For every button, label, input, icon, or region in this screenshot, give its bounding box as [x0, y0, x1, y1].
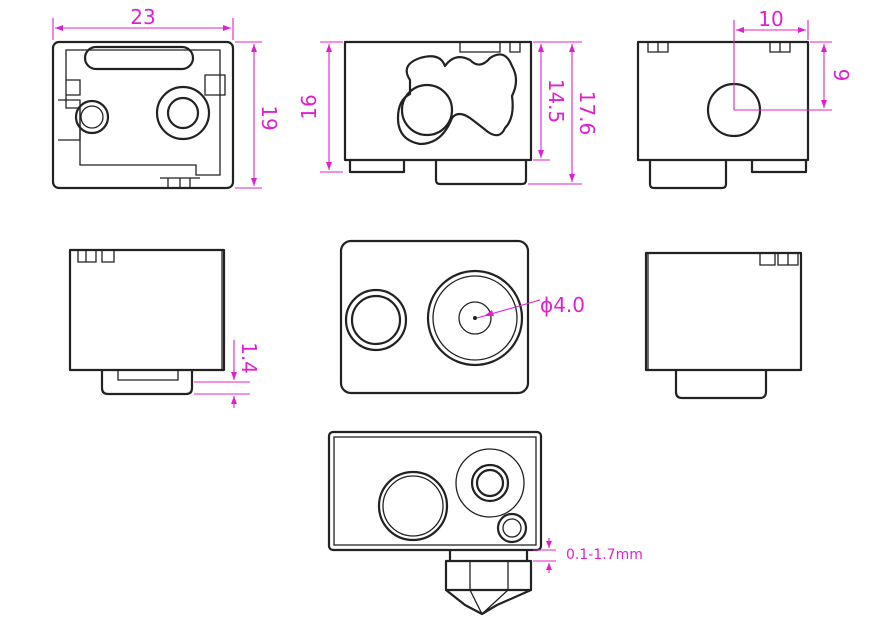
dimension-nozzle-gap: 0.1-1.7mm	[533, 538, 643, 573]
block-outline	[51, 40, 235, 190]
block-outline	[68, 248, 226, 372]
top-notch-small	[509, 42, 521, 53]
dimension-height-side: 19	[235, 41, 281, 189]
screw-hole-inner	[502, 518, 522, 538]
view-front	[68, 248, 226, 396]
heater-bore-outer	[377, 470, 449, 542]
top-notch-left	[647, 42, 669, 53]
dim-label-height-total: 17.6	[575, 91, 599, 136]
nozzle-boss-ring	[432, 275, 518, 361]
nozzle-hex-faces	[469, 561, 509, 590]
dim-label-height-inner: 14.5	[544, 79, 568, 124]
nozzle-neck	[448, 550, 529, 561]
nozzle-boss-outer	[426, 269, 524, 367]
view-top-nozzle	[327, 430, 543, 616]
main-hole-inner	[166, 96, 200, 130]
boss-hole-outer	[470, 463, 510, 503]
nozzle-foot	[100, 370, 194, 396]
dimension-hole-offset-y: 9	[734, 41, 853, 111]
side-hole-outer	[74, 99, 110, 135]
bottom-ribs	[160, 177, 200, 188]
channel-outline	[65, 49, 221, 176]
nozzle-foot	[434, 160, 528, 186]
view-side-hole	[636, 40, 810, 190]
side-notch	[58, 99, 81, 141]
nozzle-foot	[674, 370, 768, 400]
clip-notch	[66, 79, 81, 96]
top-notch-right	[769, 42, 791, 53]
top-notch-small	[101, 250, 115, 263]
side-hole-inner	[80, 105, 104, 129]
dim-label-hole-offset-y: 9	[829, 69, 853, 82]
nozzle-cone	[445, 588, 532, 616]
dimension-width: 23	[52, 5, 234, 40]
view-rear	[644, 251, 803, 400]
dim-label-hole-offset-x: 10	[758, 7, 783, 31]
block-outline	[339, 239, 530, 395]
block-outline	[327, 430, 543, 552]
small-boss-inner	[350, 294, 402, 346]
dimension-height-front: 16	[297, 41, 343, 173]
top-notch	[77, 250, 97, 263]
nozzle-orifice	[473, 316, 477, 320]
foot-step	[117, 370, 179, 381]
block-outline	[636, 40, 810, 162]
view-section	[343, 40, 533, 186]
right-foot	[750, 160, 808, 174]
nozzle-cone-faces	[469, 589, 509, 616]
heater-bore-inner	[382, 475, 444, 537]
block-outline	[644, 251, 803, 372]
dim-label-nozzle-diameter: ϕ4.0	[540, 293, 585, 317]
dim-label-height-side: 19	[257, 105, 281, 130]
dim-label-width: 23	[130, 5, 155, 29]
corner-step	[204, 74, 226, 96]
block-outline	[343, 40, 533, 162]
boss-hole-inner	[475, 468, 505, 498]
boss-ring	[455, 448, 525, 518]
dimension-gap: 1.4	[194, 340, 261, 408]
nozzle-foot	[648, 160, 728, 190]
view-bottom	[339, 239, 530, 395]
nozzle-tip	[458, 301, 492, 335]
small-boss-outer	[344, 288, 408, 352]
top-notch	[777, 253, 799, 266]
left-foot	[348, 160, 406, 174]
heater-hole	[400, 83, 454, 137]
inner-border	[333, 436, 537, 546]
main-hole-outer	[155, 85, 211, 141]
top-notch	[459, 42, 501, 53]
screw-hole-outer	[496, 512, 528, 544]
dimension-nozzle-diameter: ϕ4.0	[476, 293, 585, 319]
view-back	[51, 40, 235, 190]
slot	[83, 45, 195, 71]
dim-label-gap: 1.4	[237, 342, 261, 374]
dimension-height-inner: 14.5	[533, 41, 582, 161]
heater-cavity	[396, 53, 518, 146]
nozzle-hex	[444, 559, 533, 592]
top-notch-small	[759, 253, 776, 266]
dim-label-nozzle-gap: 0.1-1.7mm	[566, 547, 643, 563]
dimension-hole-offset-x: 10	[733, 7, 809, 110]
dim-label-height-front: 16	[297, 94, 321, 119]
dimension-height-total: 17.6	[528, 44, 599, 185]
